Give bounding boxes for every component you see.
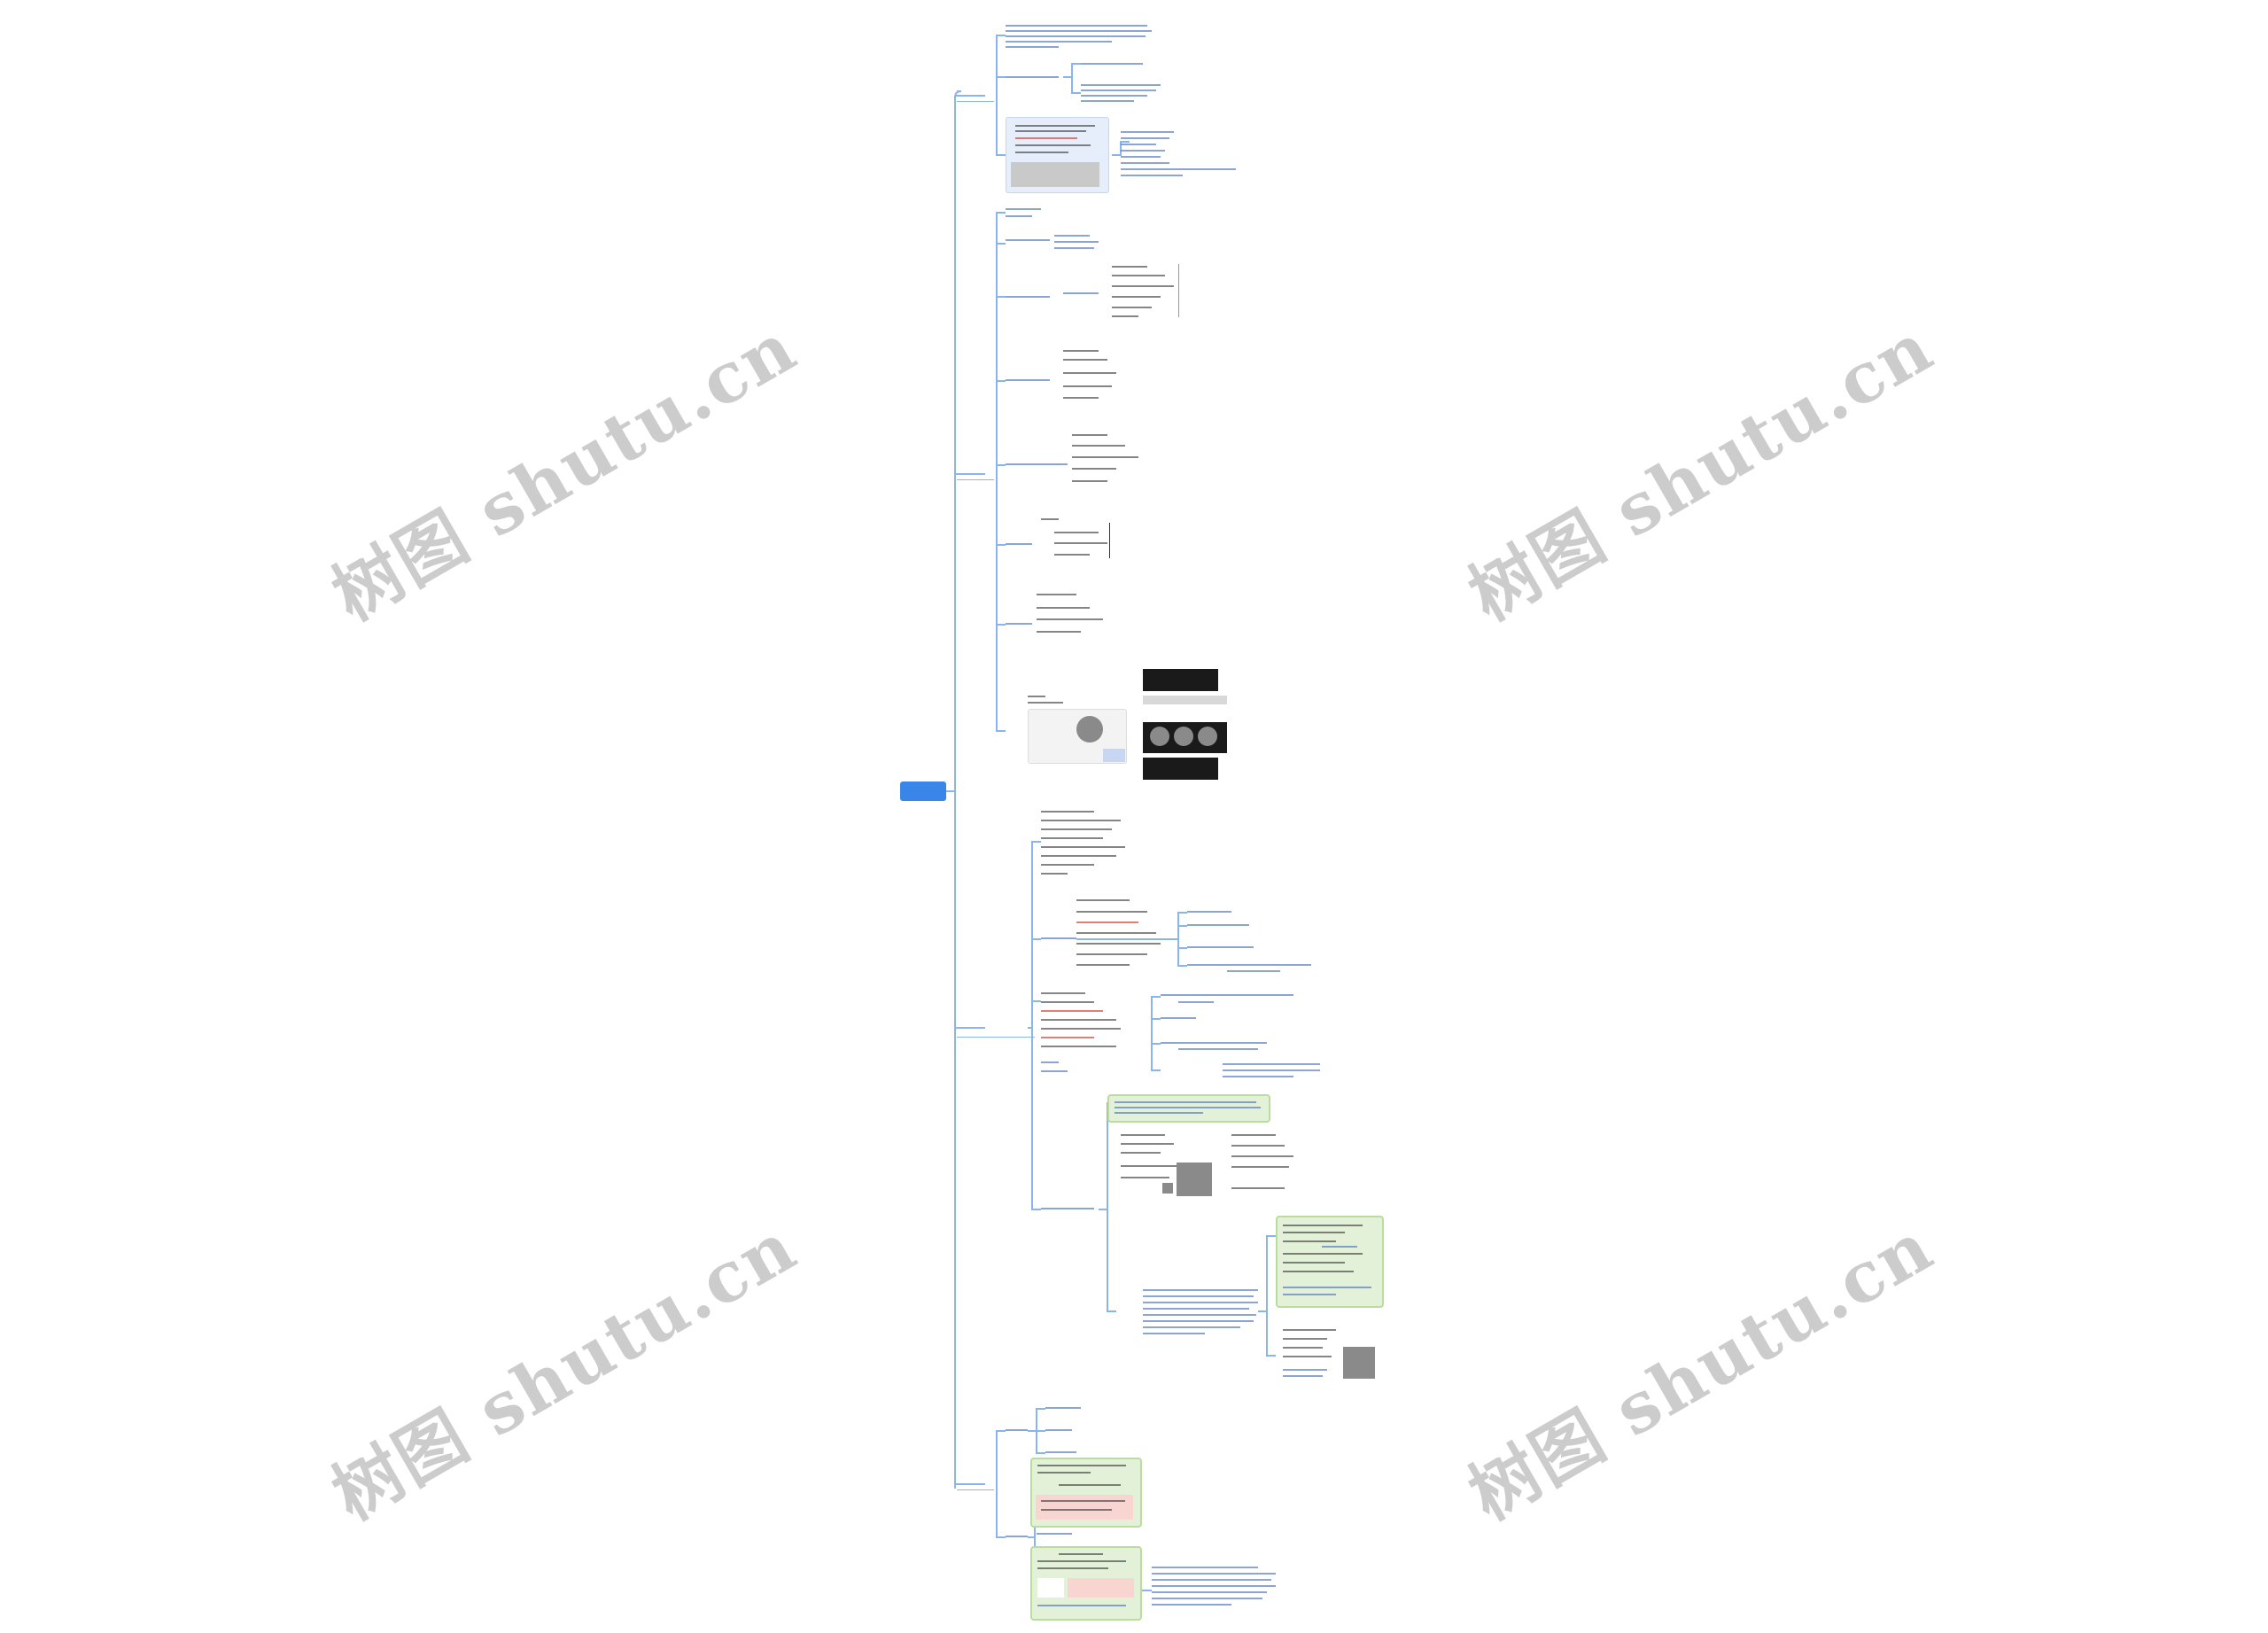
branch-node-4[interactable]	[957, 1477, 994, 1490]
b3-green-note-1	[1107, 1094, 1270, 1123]
root-node[interactable]	[900, 782, 946, 801]
b4-green-card-1	[1030, 1458, 1142, 1528]
branch-node-2[interactable]	[957, 467, 994, 480]
b1-image-card	[1006, 117, 1109, 193]
branch-node-1[interactable]	[957, 89, 994, 102]
b4-green-card-2	[1030, 1546, 1142, 1621]
b3-green-note-2	[1276, 1216, 1384, 1308]
branch-node-3[interactable]	[957, 1017, 1035, 1038]
